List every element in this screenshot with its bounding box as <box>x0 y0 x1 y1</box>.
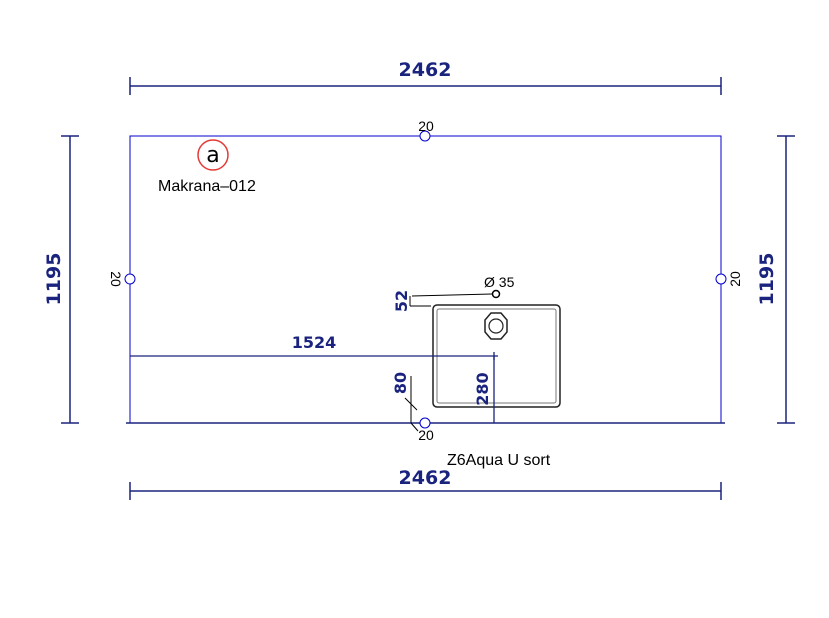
front-gap-label: 80 <box>391 372 410 394</box>
top-width-label: 2462 <box>399 59 452 81</box>
sink-name: Z6Aqua U sort <box>447 452 551 469</box>
circle-marker-icon <box>124 273 136 285</box>
front-gap-dimension <box>404 376 419 432</box>
edge-label-left: 20 <box>108 271 124 287</box>
material-marker-icon <box>197 139 229 171</box>
left-height-label: 1195 <box>43 253 65 306</box>
right-height-label: 1195 <box>756 253 778 306</box>
circle-marker-icon <box>715 273 727 285</box>
circle-marker-icon <box>419 130 431 142</box>
tap-offset-label: 52 <box>392 290 411 312</box>
bottom-width-dimension <box>129 482 722 500</box>
drain-icon <box>484 312 508 340</box>
tap-offset-dimension <box>409 296 431 307</box>
right-height-dimension <box>777 135 795 424</box>
tap-hole-label: Ø 35 <box>484 274 515 290</box>
tap-hole-icon <box>491 289 501 299</box>
bottom-width-label: 2462 <box>399 467 452 489</box>
left-height-dimension <box>61 135 79 424</box>
material-marker-letter: a <box>206 143 219 168</box>
edge-label-top: 20 <box>418 118 434 134</box>
sink-depth-label: 280 <box>473 372 492 405</box>
material-name: Makrana–012 <box>158 178 256 195</box>
circle-marker-icon <box>419 417 431 429</box>
top-width-dimension <box>129 77 722 95</box>
edge-label-right: 20 <box>727 271 743 287</box>
edge-label-bottom: 20 <box>418 427 434 443</box>
tap-hole-leader <box>411 293 493 297</box>
sink-offset-label: 1524 <box>292 333 337 352</box>
